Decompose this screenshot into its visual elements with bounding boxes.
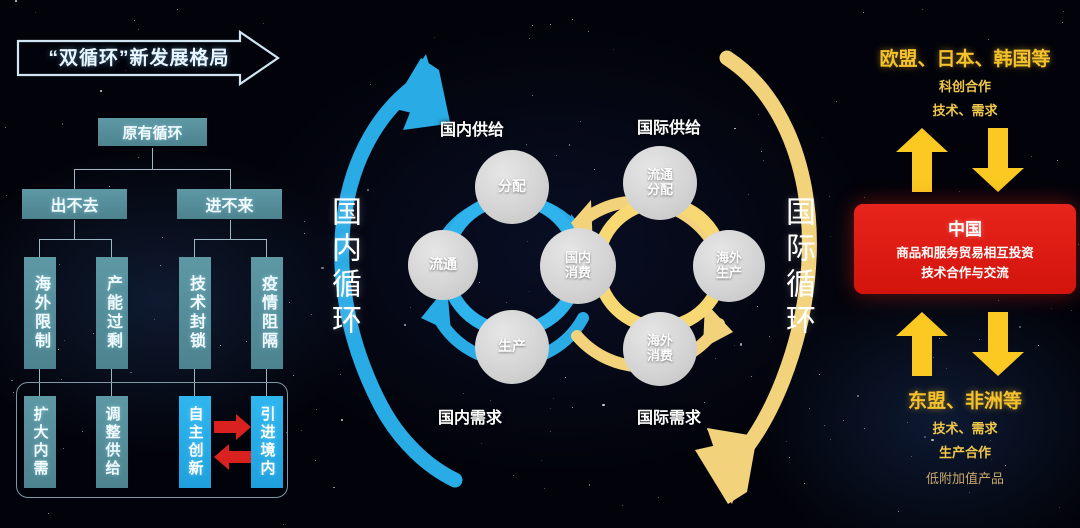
partners-bottom-line-3: 低附加值产品 bbox=[925, 471, 1004, 486]
tree-connector bbox=[111, 368, 113, 402]
tree-node-response-adjust-supply[interactable]: 调整供给 bbox=[96, 396, 128, 488]
tree-node-branch-in[interactable]: 进不来 bbox=[177, 189, 282, 219]
up-gold-arrow-icon bbox=[896, 312, 948, 376]
china-line-2: 技术合作与交流 bbox=[921, 265, 1009, 280]
tree-connector bbox=[74, 169, 76, 189]
response-group-box bbox=[16, 382, 288, 498]
bubble-line-1: 海外 bbox=[715, 250, 742, 266]
china-title: 中国 bbox=[948, 220, 982, 240]
gold-cycle-arrow-icon bbox=[695, 50, 817, 504]
tree-connector bbox=[194, 368, 196, 402]
bubble-line-1: 流通 bbox=[646, 167, 673, 183]
tree-node-response-expand-demand[interactable]: 扩大内需 bbox=[24, 396, 56, 488]
tree-node-response-import-domestic[interactable]: 引进境内 bbox=[251, 396, 283, 488]
bubble-line-2: 生产 bbox=[715, 265, 742, 280]
tree-node-response-self-innovation[interactable]: 自主创新 bbox=[179, 396, 211, 488]
tree-connector bbox=[74, 169, 231, 171]
down-gold-arrow-icon bbox=[972, 312, 1024, 376]
cycle-node-overseas-production[interactable]: 海外 生产 bbox=[693, 230, 765, 302]
tree-node-cause-tech-blockade[interactable]: 技术封锁 bbox=[179, 257, 211, 369]
cycle-node-distribution[interactable]: 分配 bbox=[475, 150, 549, 224]
tree-node-cause-overseas-restriction[interactable]: 海外限制 bbox=[24, 257, 56, 369]
tree-node-cause-overcapacity[interactable]: 产能过剩 bbox=[96, 257, 128, 369]
left-red-arrow-icon bbox=[214, 444, 251, 470]
right-banner-arrow-icon bbox=[16, 30, 280, 86]
tree-connector bbox=[230, 169, 232, 189]
bubble-line-1: 国内 bbox=[564, 250, 591, 266]
partners-panel: 欧盟、日本、韩国等 科创合作 技术、需求 中国 商品和服务贸易相互投资 技术合作… bbox=[852, 24, 1078, 514]
china-center-box[interactable]: 中国 商品和服务贸易相互投资 技术合作与交流 bbox=[854, 204, 1076, 294]
dual-circulation-diagram: 分配 流通 生产 国内 消费 流通 分配 海外 生产 海外 消费 国内供给 国内… bbox=[295, 18, 855, 518]
bubble-line-1: 海外 bbox=[646, 333, 673, 349]
label-international-demand: 国际需求 bbox=[637, 410, 702, 427]
partners-bottom-title: 东盟、非洲等 bbox=[907, 391, 1022, 412]
tree-connector bbox=[152, 148, 154, 170]
partners-bottom-arrows bbox=[892, 310, 1042, 383]
tree-connector bbox=[74, 220, 76, 240]
exchange-arrows bbox=[214, 414, 252, 477]
header-banner-text: “双循环”新发展格局 bbox=[48, 48, 230, 69]
tree-node-cause-pandemic-barrier[interactable]: 疫情阻隔 bbox=[251, 257, 283, 369]
partners-top-arrows bbox=[892, 126, 1042, 199]
label-domestic-circulation: 国内循环 bbox=[327, 196, 360, 340]
tree-connector bbox=[230, 220, 232, 240]
right-red-arrow-icon bbox=[214, 414, 251, 440]
partners-top-line-1: 科创合作 bbox=[938, 79, 991, 94]
partners-top-title: 欧盟、日本、韩国等 bbox=[879, 49, 1051, 70]
tree-connector bbox=[266, 239, 268, 258]
tree-connector bbox=[111, 239, 113, 258]
tree-node-branch-out[interactable]: 出不去 bbox=[22, 189, 127, 219]
cycle-node-circulation-distribution[interactable]: 流通 分配 bbox=[623, 146, 697, 220]
blue-cycle-arrow-icon bbox=[334, 54, 463, 488]
cycle-node-production[interactable]: 生产 bbox=[475, 310, 549, 384]
header-banner-arrow bbox=[16, 30, 280, 86]
label-domestic-supply: 国内供给 bbox=[440, 122, 505, 139]
tree-node-root[interactable]: 原有循环 bbox=[98, 118, 207, 146]
china-line-1: 商品和服务贸易相互投资 bbox=[896, 246, 1034, 261]
label-domestic-demand: 国内需求 bbox=[438, 410, 503, 427]
bubble-line-2: 分配 bbox=[646, 182, 673, 197]
partners-bottom-line-2: 生产合作 bbox=[938, 445, 991, 460]
tree-connector bbox=[39, 239, 41, 258]
up-gold-arrow-icon bbox=[896, 128, 948, 192]
label-international-supply: 国际供给 bbox=[637, 120, 702, 137]
tree-connector bbox=[194, 239, 267, 241]
cycle-node-overseas-consumption[interactable]: 海外 消费 bbox=[623, 312, 697, 386]
cycle-node-circulation[interactable]: 流通 bbox=[408, 230, 478, 300]
bubble-line-2: 消费 bbox=[564, 265, 591, 280]
partners-top-line-2: 技术、需求 bbox=[932, 103, 998, 118]
tree-connector bbox=[194, 239, 196, 258]
cycle-node-domestic-consumption[interactable]: 国内 消费 bbox=[540, 228, 616, 304]
partners-bottom-line-1: 技术、需求 bbox=[932, 421, 998, 436]
tree-connector bbox=[266, 368, 268, 402]
tree-connector bbox=[39, 368, 41, 402]
bubble-line-2: 消费 bbox=[646, 348, 673, 363]
down-gold-arrow-icon bbox=[972, 128, 1024, 192]
tree-connector bbox=[39, 239, 112, 241]
label-international-circulation: 国际循环 bbox=[781, 196, 814, 340]
